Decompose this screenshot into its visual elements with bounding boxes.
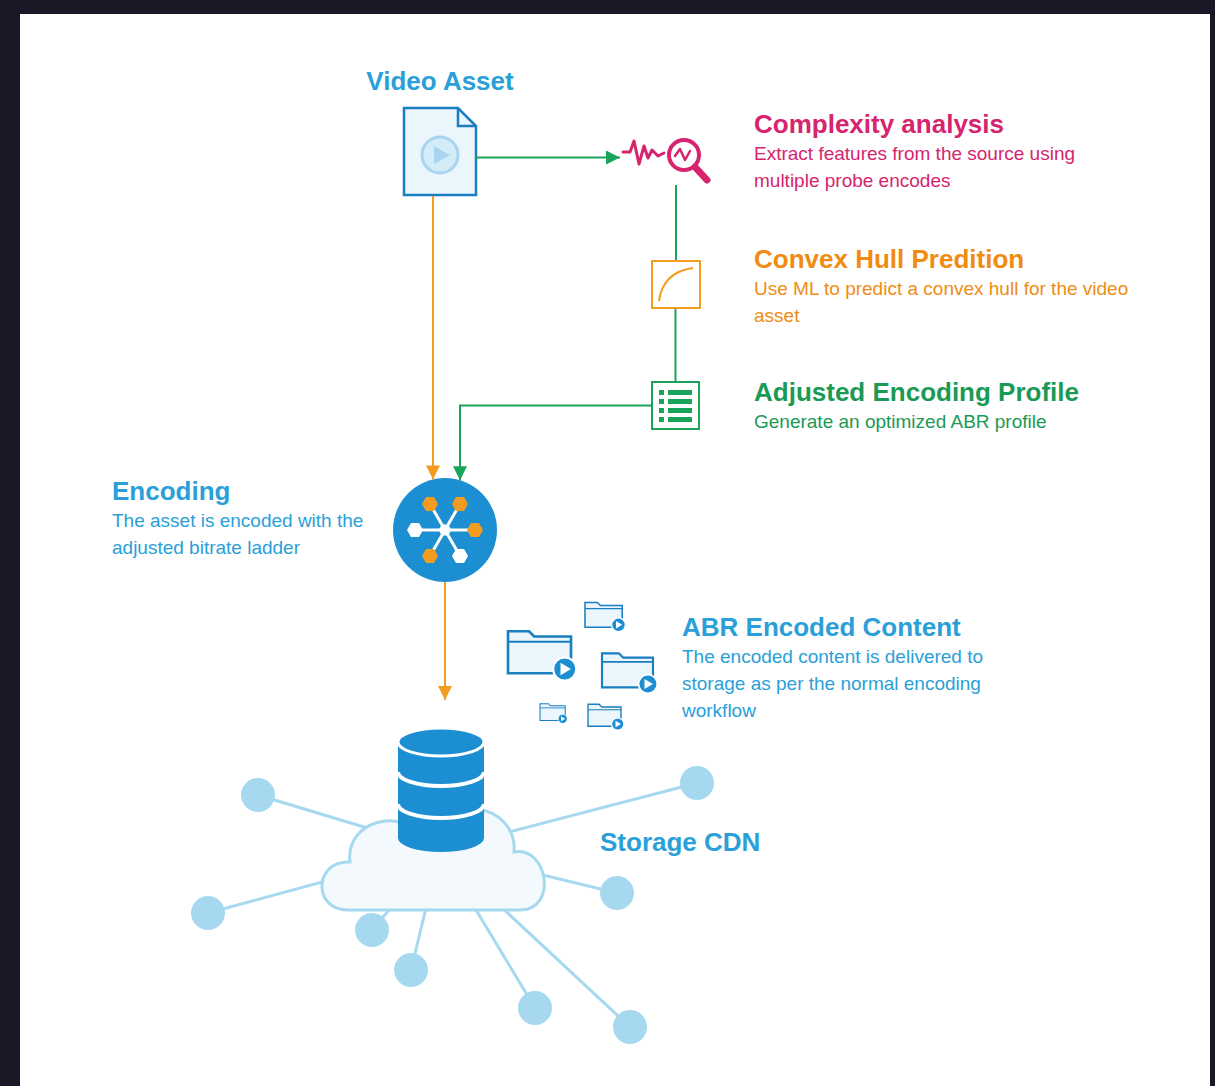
file-outline [404,108,476,195]
flow-connector [460,406,651,481]
video-asset-node: Video Asset [403,107,476,196]
white-panel [20,14,1210,1086]
convex-hull-icon [652,261,700,308]
encoding-icon [393,478,497,582]
encoding-node: EncodingThe asset is encoded with the ad… [393,478,497,582]
node-heading: Adjusted Encoding Profile [754,377,1114,408]
prediction-step: Convex Hull PreditionUse ML to predict a… [651,260,701,309]
flow-connector [444,582,446,700]
list-box [652,382,699,429]
node-heading: Convex Hull Predition [754,244,1134,275]
complexity-icon [623,140,707,180]
text-column: Video Asset [340,66,540,97]
node-heading: Storage CDN [597,827,763,858]
folder-icon [588,704,624,730]
lens-wave [675,149,690,160]
folder-icon [585,602,625,631]
hull-curve [659,268,693,301]
list-line [668,417,692,422]
hub-hexagon [439,524,452,535]
analysis-step: Complexity analysisExtract features from… [620,130,710,185]
profile-list-icon [652,382,699,429]
node-hexagon [407,523,423,537]
list-line [668,390,692,395]
list-bullet [659,417,664,422]
node-hexagon [452,497,468,511]
text-column: EncodingThe asset is encoded with the ad… [112,476,374,561]
node-heading: Complexity analysis [754,109,1084,140]
list-line [668,399,692,404]
profile-step: Adjusted Encoding ProfileGenerate an opt… [651,381,700,430]
list-bullet [659,399,664,404]
folder-icon [540,704,567,724]
magnifier-handle [695,167,707,180]
database-icon [398,728,484,852]
list-bullet [659,408,664,413]
file-fold [458,108,476,126]
waveform [623,141,664,164]
node-description: The asset is encoded with the adjusted b… [112,507,374,561]
play-circle [422,137,458,173]
node-hexagon [467,523,483,537]
node-hexagon [422,497,438,511]
encoding-circle [393,478,497,582]
node-heading: Encoding [112,476,374,507]
text-column: Complexity analysisExtract features from… [754,109,1084,194]
node-hexagon [422,549,438,563]
folder-icon [602,653,657,693]
text-column: ABR Encoded ContentThe encoded content i… [682,612,1002,724]
node-heading: Video Asset [340,66,540,97]
content-node: ABR Encoded ContentThe encoded content i… [505,598,660,735]
video-file-icon [404,108,476,195]
folder-icon [508,631,576,680]
text-column: Adjusted Encoding ProfileGenerate an opt… [754,377,1114,435]
flow-connector [675,185,677,260]
storage-node: Storage CDN [325,700,560,915]
node-hexagon [452,549,468,563]
node-heading: ABR Encoded Content [682,612,1002,643]
node-description: Generate an optimized ABR profile [754,408,1114,435]
flow-connector [476,157,620,159]
flow-connector [675,309,677,381]
text-column: Convex Hull PreditionUse ML to predict a… [754,244,1134,329]
chart-box [652,261,700,308]
node-description: Use ML to predict a convex hull for the … [754,275,1134,329]
list-bullet [659,390,664,395]
hub-spokes [415,504,475,556]
flow-connector [432,196,434,479]
list-line [668,408,692,413]
play-triangle [434,146,450,164]
node-description: The encoded content is delivered to stor… [682,643,1002,724]
text-column: Storage CDN [597,827,817,858]
node-description: Extract features from the source using m… [754,140,1084,194]
folder-icons [508,602,657,730]
